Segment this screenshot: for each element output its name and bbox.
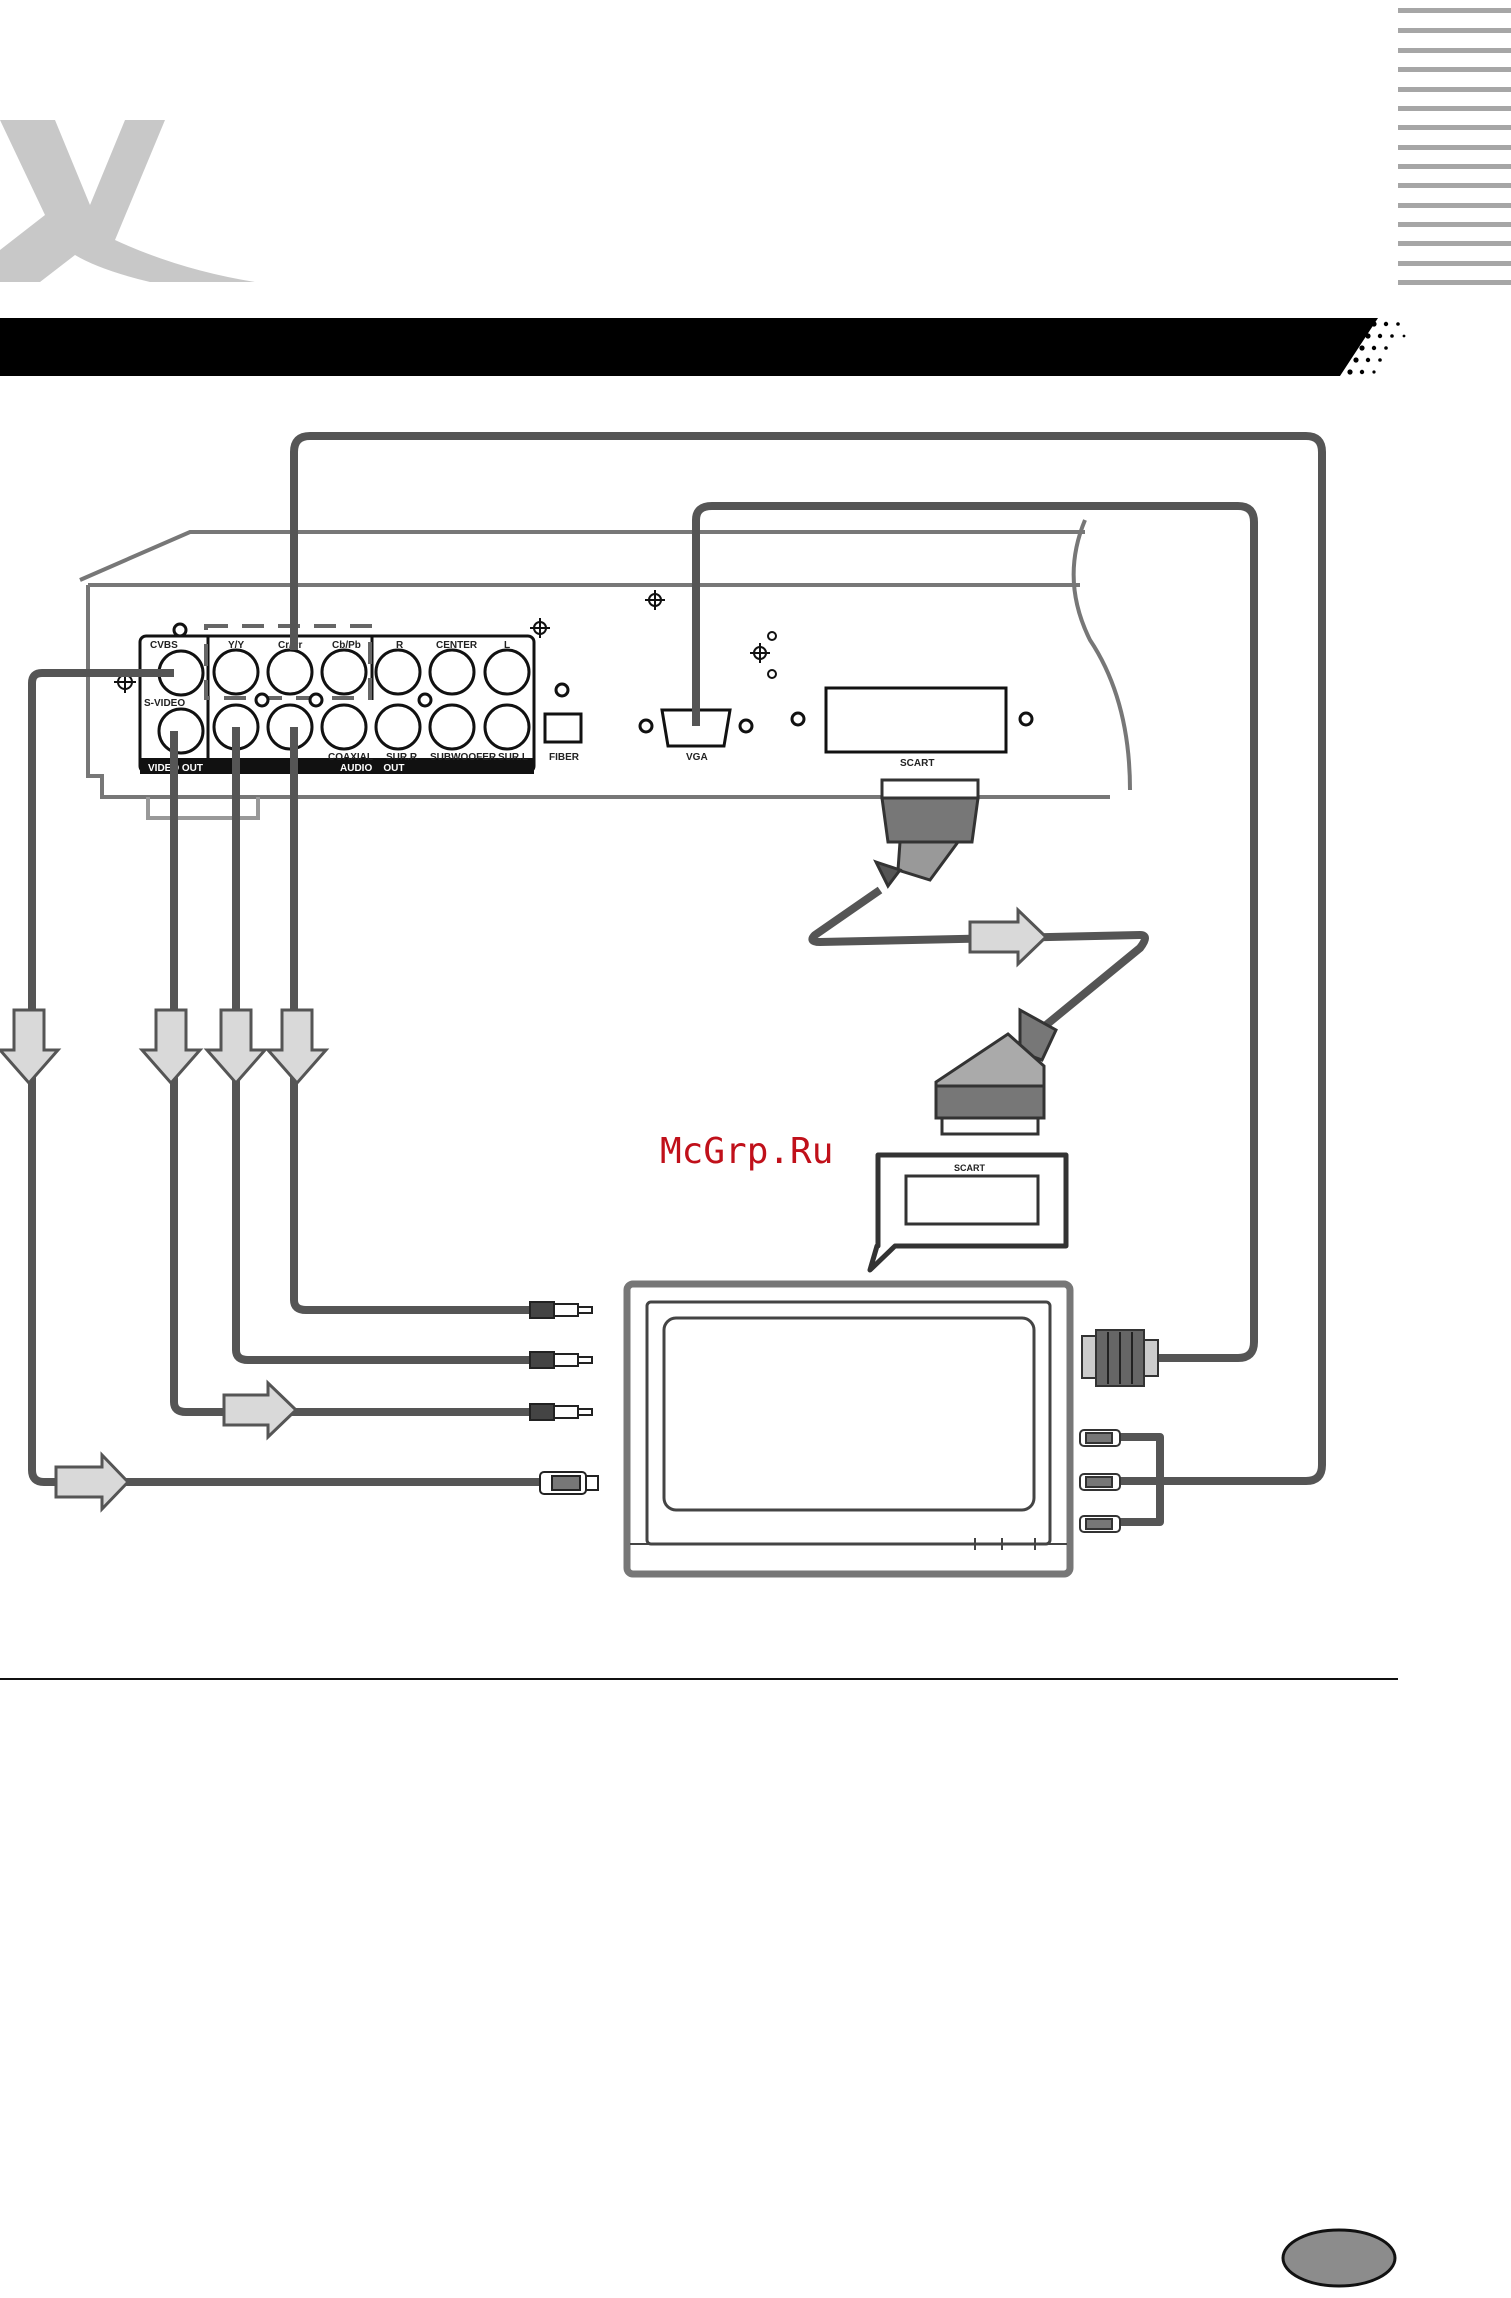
header-bar	[0, 318, 1405, 376]
jack-sur-r	[376, 705, 420, 749]
plug-s-video	[530, 1404, 592, 1420]
label-audio-out: AUDIO OUT	[340, 763, 404, 774]
plug-cvbs	[540, 1472, 598, 1494]
jack-cr	[268, 650, 312, 694]
label-vga: VGA	[686, 752, 708, 763]
watermark-text: McGrp.Ru	[660, 1131, 833, 1172]
jack-y	[214, 650, 258, 694]
arrow-down-audio-2	[268, 1010, 326, 1083]
jack-cb	[322, 650, 366, 694]
label-fiber: FIBER	[549, 752, 580, 763]
jack-center	[430, 650, 474, 694]
down-arrows	[0, 1010, 326, 1083]
label-cvbs: CVBS	[150, 640, 178, 651]
fiber-port	[545, 714, 581, 742]
arrow-right-s-video	[224, 1383, 296, 1437]
jack-coaxial	[322, 705, 366, 749]
plug-audio-2	[530, 1302, 592, 1318]
arrow-down-s-video	[142, 1010, 200, 1083]
tv-rca-inputs	[1080, 1430, 1120, 1532]
label-subwoofer: SUBWOOFER	[430, 752, 497, 763]
label-sur-r: SUR.R	[386, 752, 418, 763]
scart-plug-top	[876, 780, 978, 886]
tv-scart-callout: SCART	[870, 1155, 1066, 1270]
label-scart-player: SCART	[900, 758, 934, 769]
cable-tv-rca-group	[1120, 1437, 1160, 1522]
arrow-right-cvbs	[56, 1455, 128, 1509]
arrow-right-scart	[970, 910, 1046, 964]
label-s-video: S-VIDEO	[144, 698, 185, 709]
arrow-down-audio-1	[207, 1010, 265, 1083]
cable-audio-2	[294, 727, 530, 1310]
cable-end-plugs	[530, 1302, 598, 1494]
jack-s-video	[159, 709, 203, 753]
scart-plug-bottom	[936, 1010, 1056, 1134]
jack-subwoofer	[430, 705, 474, 749]
arrow-down-cvbs	[0, 1010, 58, 1083]
cable-scart	[812, 890, 1145, 1030]
page-number-tab	[1283, 2230, 1395, 2286]
label-coaxial: COAXIAL	[328, 752, 373, 763]
jack-l	[485, 650, 529, 694]
label-scart-tv: SCART	[954, 1163, 986, 1173]
page-edge-stripes	[1398, 8, 1511, 285]
plug-audio-1	[530, 1352, 592, 1368]
brand-x-logo	[0, 120, 255, 282]
tv-vga-connector	[1082, 1330, 1158, 1386]
jack-sur-l	[485, 705, 529, 749]
cable-audio-1	[236, 727, 530, 1360]
scart-port-player	[792, 688, 1032, 752]
tv-monitor	[627, 1284, 1070, 1574]
label-sur-l: SUR.L	[498, 752, 528, 763]
jack-r	[376, 650, 420, 694]
